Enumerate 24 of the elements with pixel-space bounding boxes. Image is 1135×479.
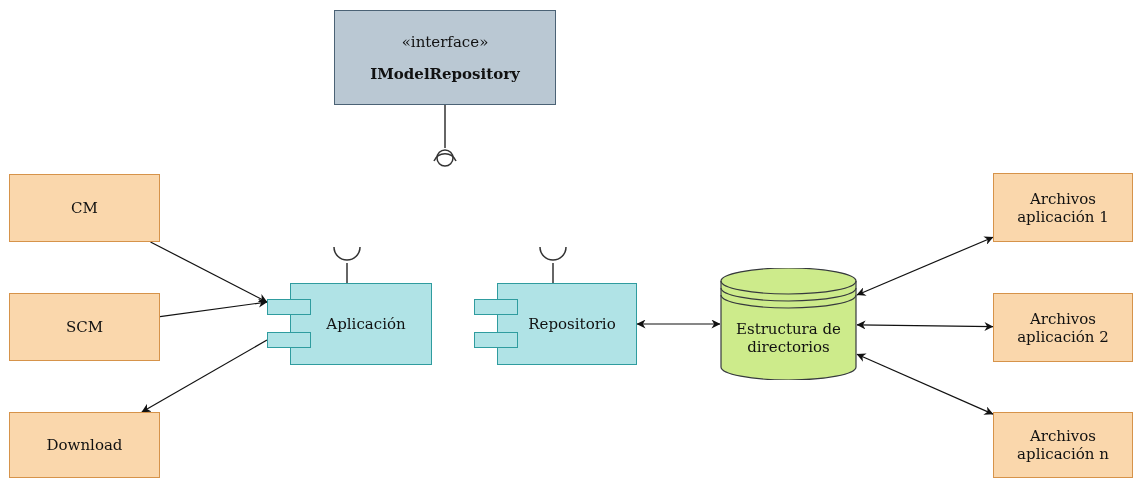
external-box [993,293,1133,362]
box-label: CM [71,199,98,217]
external-box [993,173,1133,242]
arrow [856,236,994,296]
box-label: Archivos aplicación 1 [1016,189,1110,226]
interface-name: IModelRepository [370,64,520,83]
box-label: SCM [65,318,104,336]
stereotype-label: «interface» [401,32,489,51]
external-box [9,174,160,242]
arrow [159,298,268,318]
external-box [9,293,160,361]
arrow [856,353,994,415]
box-label: Archivos aplicación 2 [1016,309,1110,346]
external-box [993,412,1133,478]
component-label: Repositorio [528,315,616,333]
arrow [856,320,994,331]
interface-box [334,10,556,105]
box-label: Download [46,436,123,454]
box-label: Archivos aplicación n [1016,427,1110,463]
database-label: Estructura de directorios [735,320,842,356]
arrow [149,241,268,303]
arrow [636,319,721,329]
component-label: Aplicación [326,315,406,333]
external-box [9,412,160,478]
